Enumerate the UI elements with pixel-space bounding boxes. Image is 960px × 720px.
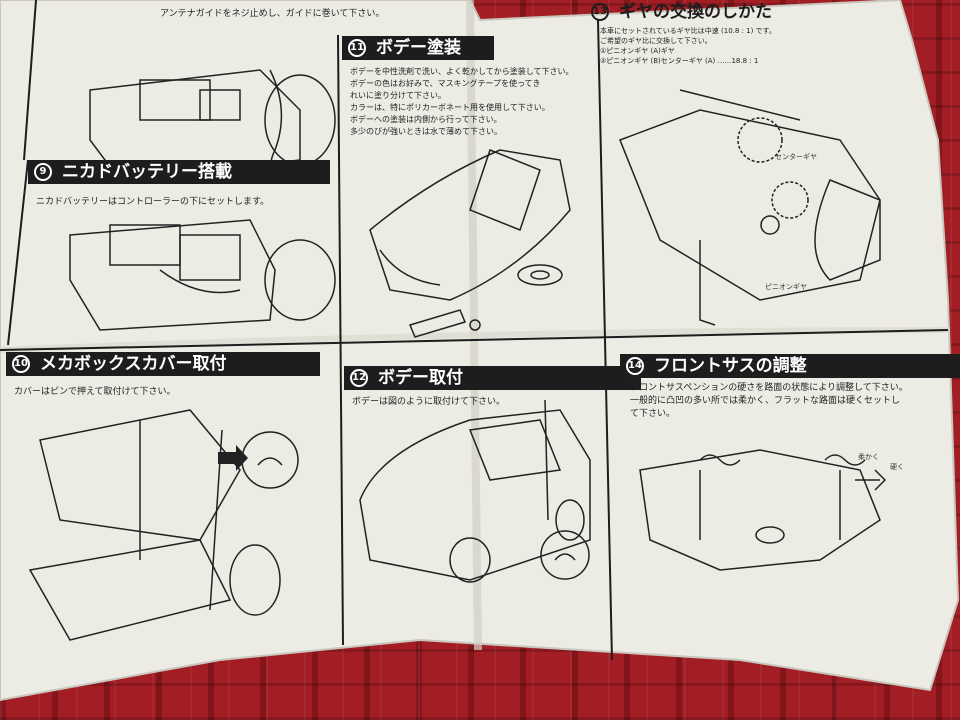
step11-text: ボデーを中性洗剤で洗い、よく乾かしてから塗装して下さい。 ボデーの色はお好みで、… [350, 66, 590, 138]
step12-header: 12 ボデー取付 [344, 366, 641, 390]
step9-title: ニカドバッテリー搭載 [62, 162, 232, 182]
mechbox-cover-illustration [28, 409, 299, 641]
center-gear-label: センターギヤ [775, 153, 817, 161]
step11-line: ボデーへの塗装は内側から行って下さい。 [350, 115, 502, 124]
step13-line: ②ピニオンギヤ (B)センターギヤ (A) ……18.8 : 1 [600, 57, 759, 65]
step11-line: ボデーの色はお好みで、マスキングテープを使ってき [350, 79, 541, 88]
step11-line: れいに塗り分けて下さい。 [350, 91, 446, 100]
step10-title: メカボックスカバー取付 [40, 354, 227, 374]
step11-line: ボデーを中性洗剤で洗い、よく乾かしてから塗装して下さい。 [350, 67, 574, 76]
step13-line: ご希望のギヤ比に交換して下さい。 [600, 37, 712, 45]
step10-header: 10 メカボックスカバー取付 [6, 352, 320, 376]
step13-title: ギヤの交換のしかた [619, 2, 772, 22]
battery-chassis-illustration [69, 219, 336, 331]
soft-label: 柔かく [858, 453, 879, 461]
step10-number: 10 [12, 355, 30, 373]
step14-title: フロントサスの調整 [654, 356, 807, 376]
gear-assembly-illustration [619, 89, 881, 326]
step14-number: 14 [626, 357, 644, 375]
step9-number: 9 [34, 163, 52, 181]
front-suspension-illustration [639, 449, 887, 571]
step12-text: ボデーは図のように取付けて下さい。 [352, 397, 506, 407]
step13-text: 本車にセットされているギヤ比は中速 (10.8 : 1) です。 ご希望のギヤ比… [600, 26, 830, 66]
step14-line: フロントサスペンションの硬さを路面の状態により調整して下さい。 [630, 383, 908, 393]
step13-header: 13 ギヤの交換のしかた [585, 0, 780, 24]
step11-title: ボデー塗装 [376, 38, 461, 58]
body-paint-illustration [369, 149, 571, 338]
step12-number: 12 [350, 369, 368, 387]
step12-title: ボデー取付 [378, 368, 463, 388]
step14-line: 一般的に凸凹の多い所では柔かく、フラットな路面は硬くセットし [630, 396, 901, 406]
step14-text: フロントサスペンションの硬さを路面の状態により調整して下さい。 一般的に凸凹の多… [630, 382, 940, 421]
step11-number: 11 [348, 39, 366, 57]
step14-header: 14 フロントサスの調整 [620, 354, 960, 378]
hard-label: 硬く [890, 463, 904, 471]
step9-text: ニカドバッテリーはコントローラーの下にセットします。 [36, 197, 270, 207]
step11-line: 多少のびが強いときは水で薄めて下さい。 [350, 127, 502, 136]
body-mount-illustration [359, 399, 591, 583]
pinion-gear-label: ピニオンギヤ [765, 283, 807, 291]
step10-text: カバーはピンで押えて取付けて下さい。 [14, 387, 176, 397]
antenna-step-text: アンテナガイドをネジ止めし、ガイドに巻いて下さい。 [160, 9, 385, 19]
step13-number: 13 [591, 3, 609, 21]
arrow-icon [218, 445, 248, 471]
step13-line: ①ピニオンギヤ (A)ギヤ [600, 47, 675, 55]
step11-line: カラーは、特にポリカーボネート用を使用して下さい。 [350, 103, 550, 112]
step9-header: 9 ニカドバッテリー搭載 [28, 160, 330, 184]
step14-line: て下さい。 [630, 409, 676, 419]
step11-header: 11 ボデー塗装 [342, 36, 494, 60]
step13-line: 本車にセットされているギヤ比は中速 (10.8 : 1) です。 [600, 27, 776, 35]
